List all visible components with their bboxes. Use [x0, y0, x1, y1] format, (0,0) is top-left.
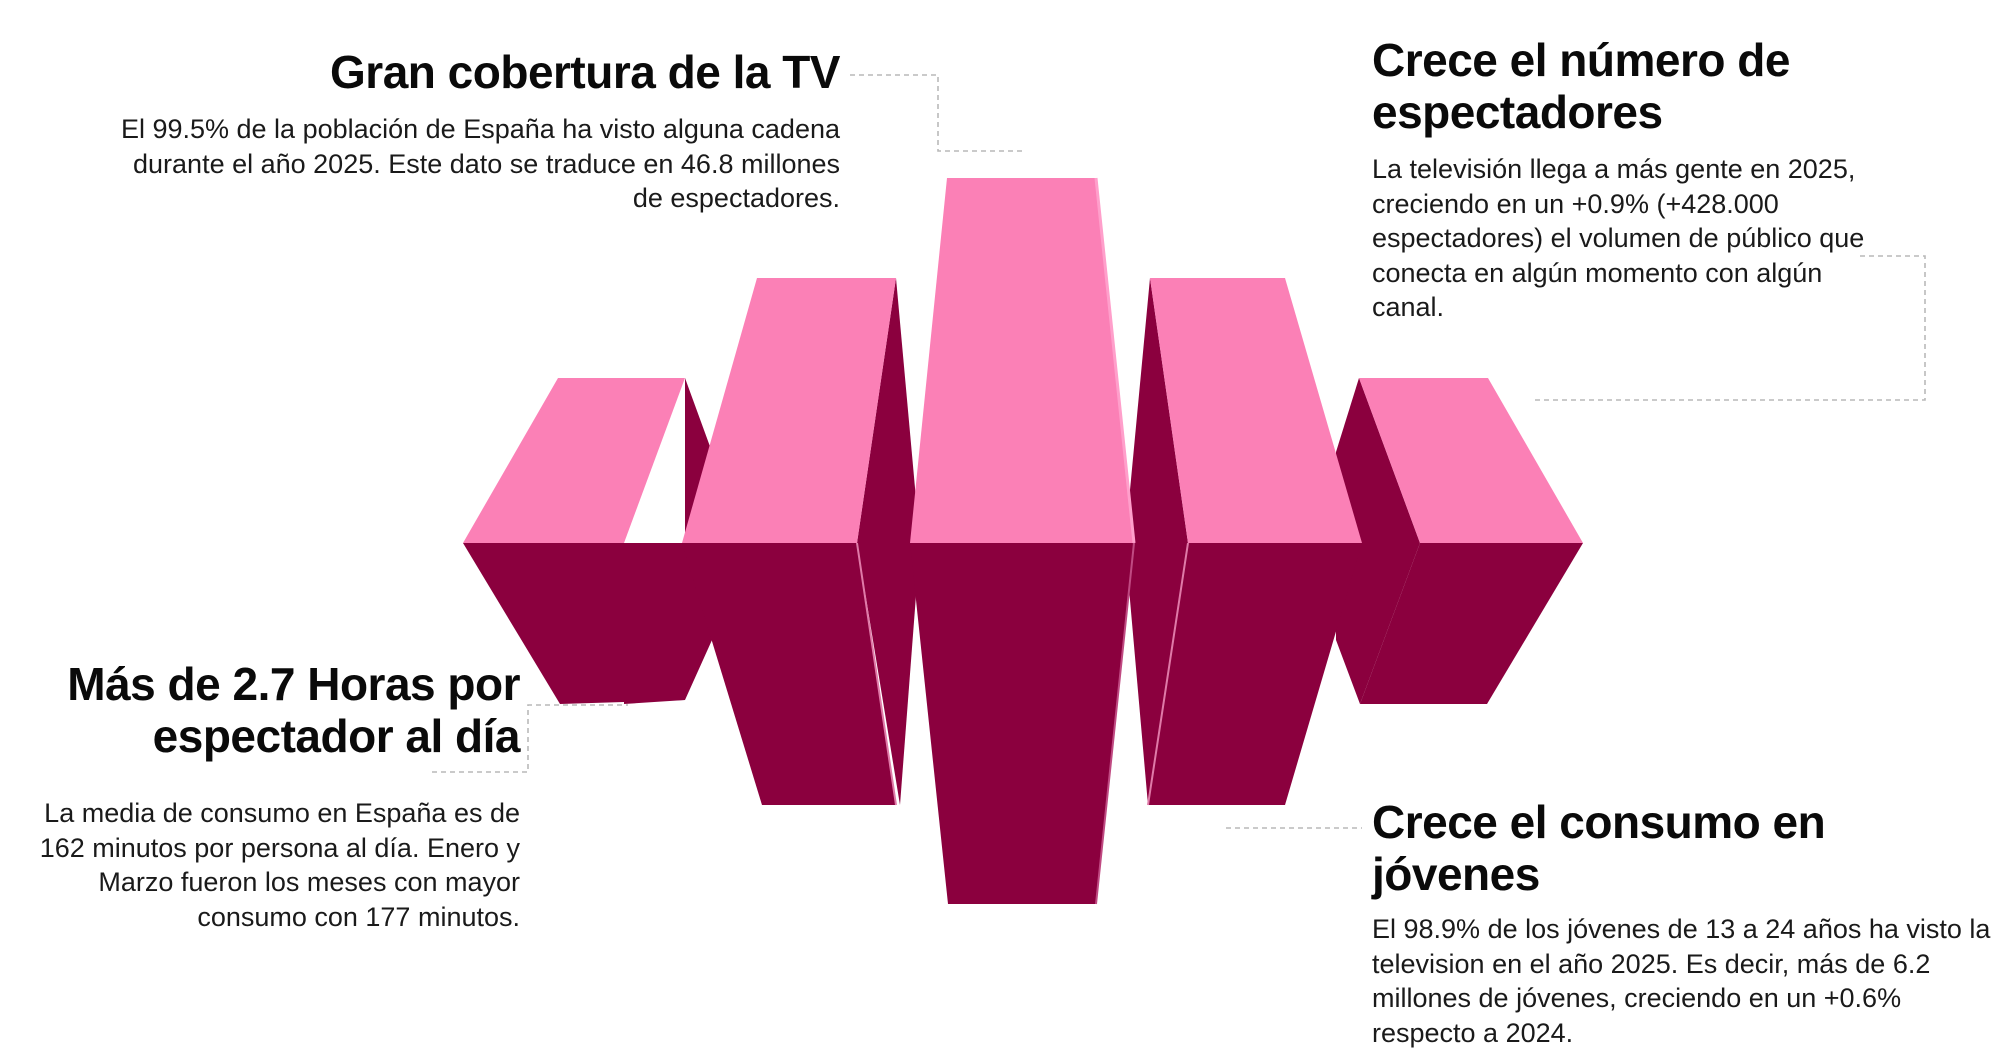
bar-block-center: [910, 177, 1136, 905]
bar-block-far-left: [463, 378, 712, 704]
bar-edge: [856, 542, 897, 806]
section-body: El 99.5% de la población de España ha vi…: [120, 114, 840, 213]
bar-side-face: [857, 278, 920, 805]
bar-block-left: [682, 278, 920, 806]
section-body: El 98.9% de los jóvenes de 13 a 24 años …: [1372, 914, 1991, 1048]
bar-edge: [1095, 542, 1135, 905]
bar-front-face-lower: [624, 543, 685, 704]
bar-edge: [1147, 542, 1189, 806]
bar-front-face: [910, 543, 1134, 904]
bar-top-face: [682, 278, 896, 543]
section-youth-consumption: Crece el consumo en jóvenes El 98.9% de …: [1372, 796, 1992, 1050]
bar-front-face: [682, 543, 896, 805]
bar-side-face: [1336, 378, 1420, 704]
section-title: Gran cobertura de la TV: [330, 46, 840, 98]
bar-block-right: [1125, 278, 1362, 806]
bar-side-face: [1125, 278, 1188, 805]
bar-top-face: [1359, 378, 1583, 543]
section-title: Crece el consumo en jóvenes: [1372, 796, 1826, 900]
section-hours-per-viewer: Más de 2.7 Horas por espectador al día L…: [20, 658, 521, 934]
bar-front-face: [1148, 543, 1362, 805]
bar-front-face: [1360, 543, 1583, 704]
section-viewers-growth: Crece el número de espectadores La telev…: [1372, 34, 1972, 325]
leader-line-tv: [850, 74, 1022, 152]
section-title: Crece el número de espectadores: [1372, 34, 1790, 138]
section-tv-coverage: Gran cobertura de la TV El 99.5% de la p…: [120, 46, 841, 216]
section-body: La televisión llega a más gente en 2025,…: [1372, 154, 1865, 322]
leader-line-viewers: [1534, 255, 1926, 401]
bar-top-face: [910, 178, 1134, 543]
section-title: Más de 2.7 Horas por espectador al día: [67, 658, 520, 762]
bar-top-face: [1150, 278, 1362, 543]
section-body: La media de consumo en España es de 162 …: [39, 798, 520, 932]
bar-edge: [1094, 177, 1136, 544]
bar-top-face: [463, 378, 685, 543]
leader-lines: [432, 74, 1926, 829]
leader-line-hours: [432, 704, 628, 773]
bar-block-far-right: [1336, 378, 1583, 704]
